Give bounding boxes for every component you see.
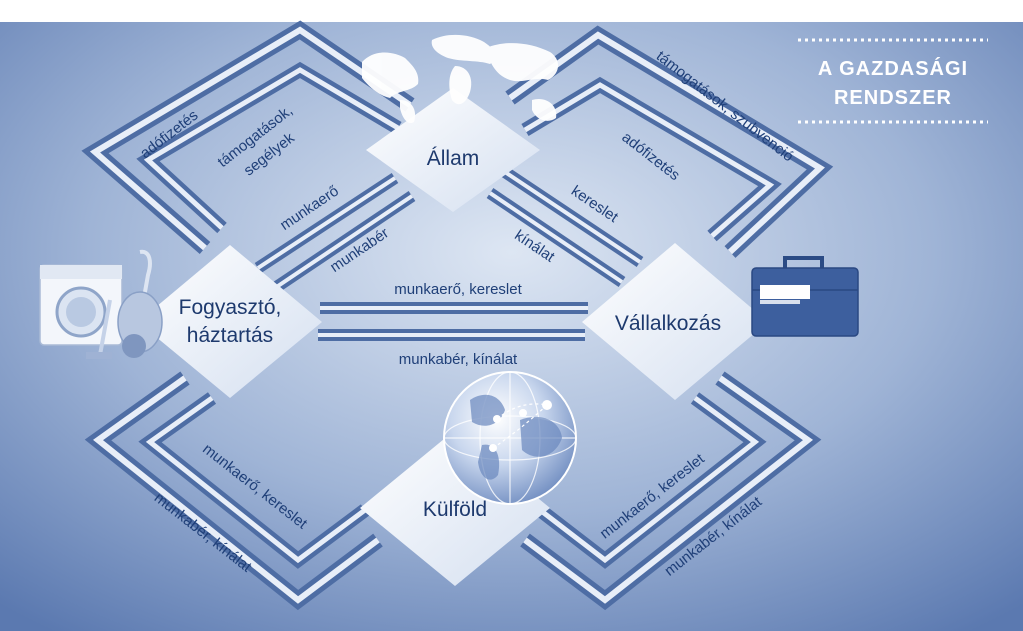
arrow-top-right-mid xyxy=(486,167,644,287)
arrow-bottom-left-outer xyxy=(84,371,383,611)
node-label-kulfold: Külföld xyxy=(423,498,487,521)
washing-machine-icon xyxy=(39,264,123,346)
arrow-bottom-right-outer xyxy=(520,371,822,611)
top-white-band xyxy=(0,0,1023,22)
globe-icon xyxy=(443,371,577,505)
node-label-allam: Állam xyxy=(427,147,480,170)
node-vallalkozas: Vállalkozás xyxy=(582,243,768,400)
node-label-vallalkozas: Vállalkozás xyxy=(615,312,721,335)
arrow-top-left-mid xyxy=(254,172,416,293)
arrow-bottom-left-inner xyxy=(138,392,370,569)
title-line-2: RENDSZER xyxy=(834,87,952,109)
node-label-fogyaszto-line2: háztartás xyxy=(187,324,273,347)
diamond-vallalkozas xyxy=(582,243,768,400)
edge-label-middle-bottom: munkabér, kínálat xyxy=(399,351,518,368)
title-box: A GAZDASÁGI RENDSZER xyxy=(798,38,988,124)
diamond-fogyaszto xyxy=(138,245,322,398)
world-map-icon xyxy=(362,34,559,124)
title-line-1: A GAZDASÁGI xyxy=(818,57,968,80)
briefcase-icon xyxy=(751,256,859,337)
edge-label-middle-top: munkaerő, kereslet xyxy=(394,281,522,298)
arrow-top-left-inner xyxy=(136,61,402,234)
arrow-top-right-inner xyxy=(521,76,782,242)
vacuum-cleaner-icon xyxy=(86,249,163,359)
arrow-top-left-outer xyxy=(81,20,415,255)
arrow-middle xyxy=(318,302,588,341)
arrow-bottom-right-inner xyxy=(535,392,767,569)
node-fogyaszto: Fogyasztó, háztartás xyxy=(138,245,322,398)
node-label-fogyaszto-line1: Fogyasztó, xyxy=(179,296,282,319)
